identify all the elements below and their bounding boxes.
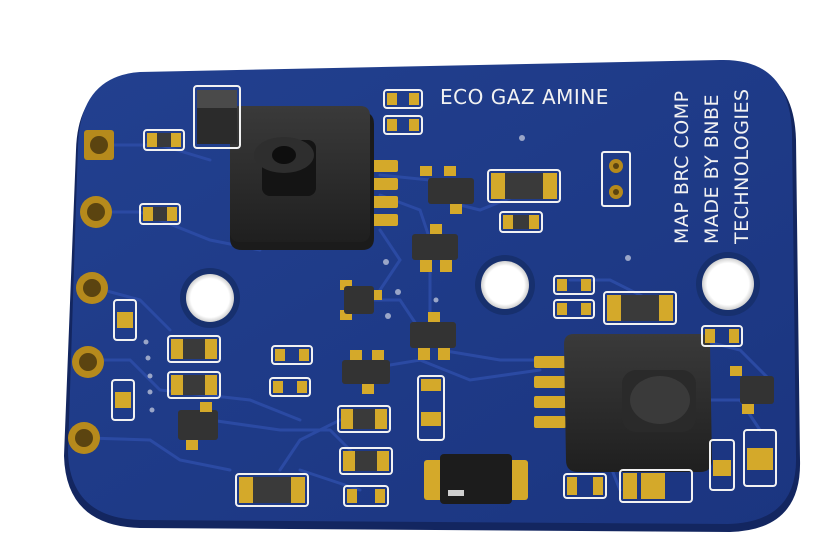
jumper-header <box>601 151 631 207</box>
smd-passives <box>111 85 777 507</box>
pcb-vias <box>143 135 631 413</box>
pressure-sensor-right <box>534 334 712 472</box>
side-text-line-2: MADE BY BNBE <box>701 94 723 244</box>
board-title: ECO GAZ AMINE <box>440 85 609 109</box>
side-text-line-1: MAP BRC COMP <box>671 90 693 244</box>
board-side-text: MAP BRC COMP MADE BY BNBE TECHNOLOGIES <box>671 88 753 245</box>
sot23-components <box>178 166 774 450</box>
header-pins <box>68 130 114 454</box>
mounting-holes <box>180 252 760 328</box>
side-text-line-3: TECHNOLOGIES <box>731 88 753 245</box>
smd-diode <box>424 454 528 504</box>
pressure-sensor-left <box>230 106 398 250</box>
